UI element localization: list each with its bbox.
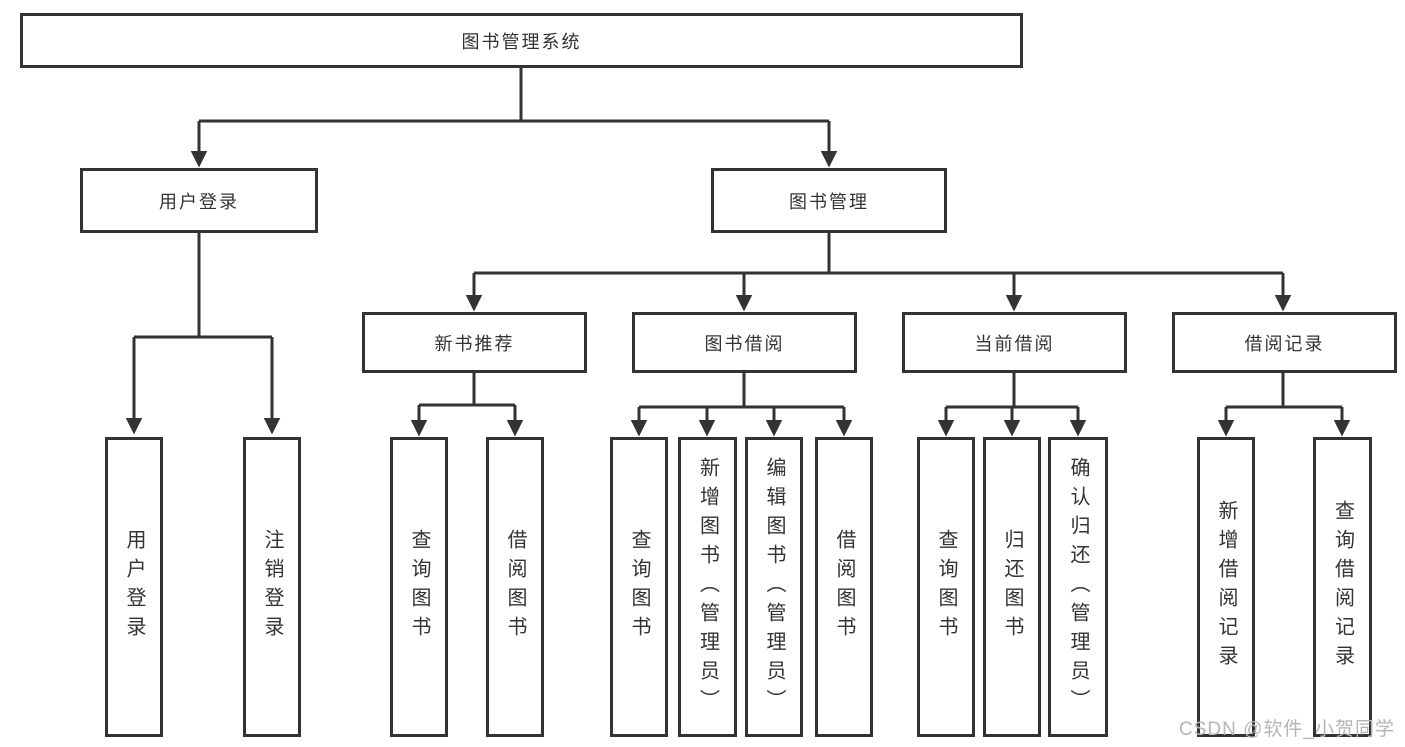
- category-node-book-borrow: 图书借阅: [632, 312, 857, 373]
- root-node-library-system: 图书管理系统: [20, 13, 1023, 68]
- leaf-node-query-books-recommend: 查询图书: [390, 437, 448, 737]
- leaf-node-confirm-return-admin: 确认归还（管理员）: [1048, 437, 1108, 737]
- branch-node-user-login: 用户登录: [80, 168, 318, 233]
- leaf-node-return-books: 归还图书: [983, 437, 1041, 737]
- leaf-node-query-borrow-record: 查询借阅记录: [1313, 437, 1372, 737]
- category-node-borrow-record: 借阅记录: [1172, 312, 1397, 373]
- leaf-node-borrow-books: 借阅图书: [815, 437, 873, 737]
- csdn-watermark: CSDN @软件_小贺同学: [1179, 719, 1395, 740]
- leaf-node-add-borrow-record: 新增借阅记录: [1197, 437, 1255, 737]
- leaf-node-edit-books-admin: 编辑图书（管理员）: [745, 437, 803, 737]
- leaf-node-query-books-borrow: 查询图书: [610, 437, 668, 737]
- branch-node-book-management: 图书管理: [711, 168, 947, 233]
- leaf-node-user-login: 用户登录: [105, 437, 163, 737]
- category-node-new-book-recommend: 新书推荐: [362, 312, 587, 373]
- leaf-node-borrow-books-recommend: 借阅图书: [486, 437, 544, 737]
- leaf-node-logout: 注销登录: [243, 437, 301, 737]
- leaf-node-add-books-admin: 新增图书（管理员）: [678, 437, 737, 737]
- category-node-current-borrow: 当前借阅: [902, 312, 1127, 373]
- leaf-node-query-books-current: 查询图书: [917, 437, 975, 737]
